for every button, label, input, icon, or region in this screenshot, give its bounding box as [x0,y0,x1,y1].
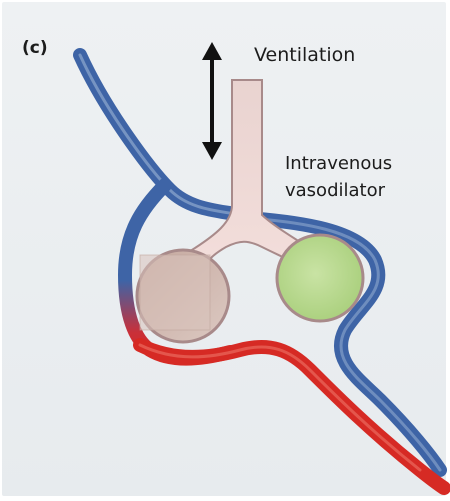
right-alveolus [277,235,363,321]
ventilation-label: Ventilation [254,44,355,68]
panel-label: (c) [22,38,48,59]
left-alveolus-overlay [140,255,210,330]
ventilation-arrow [202,42,222,160]
vasodilator-label: Intravenous vasodilator [285,150,415,204]
